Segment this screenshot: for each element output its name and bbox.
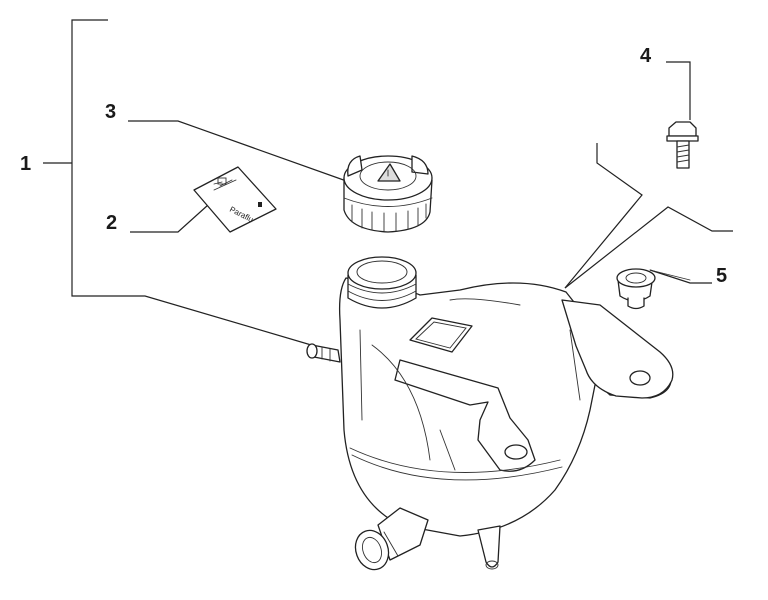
callout-3: 3	[105, 101, 116, 123]
leader-4	[666, 61, 691, 120]
mount-line-b	[564, 206, 733, 289]
expansion-tank	[306, 256, 674, 571]
level-sensor-plug	[616, 268, 691, 310]
leader-lines	[43, 19, 733, 348]
coolant-label-sticker: Paraflu	[193, 166, 277, 233]
mounting-bolt	[666, 121, 699, 169]
leader-2	[130, 195, 219, 233]
mount-line-a	[564, 143, 643, 289]
callout-2: 2	[106, 212, 117, 234]
callout-4: 4	[640, 45, 652, 67]
leader-5	[649, 269, 712, 284]
callout-5: 5	[716, 265, 727, 287]
leader-1	[71, 19, 319, 348]
tank-cap	[343, 155, 433, 233]
warning-triangle-icon	[377, 163, 401, 182]
label-mark-icon	[258, 202, 262, 207]
leader-3	[128, 120, 353, 184]
callout-1: 1	[20, 153, 31, 175]
